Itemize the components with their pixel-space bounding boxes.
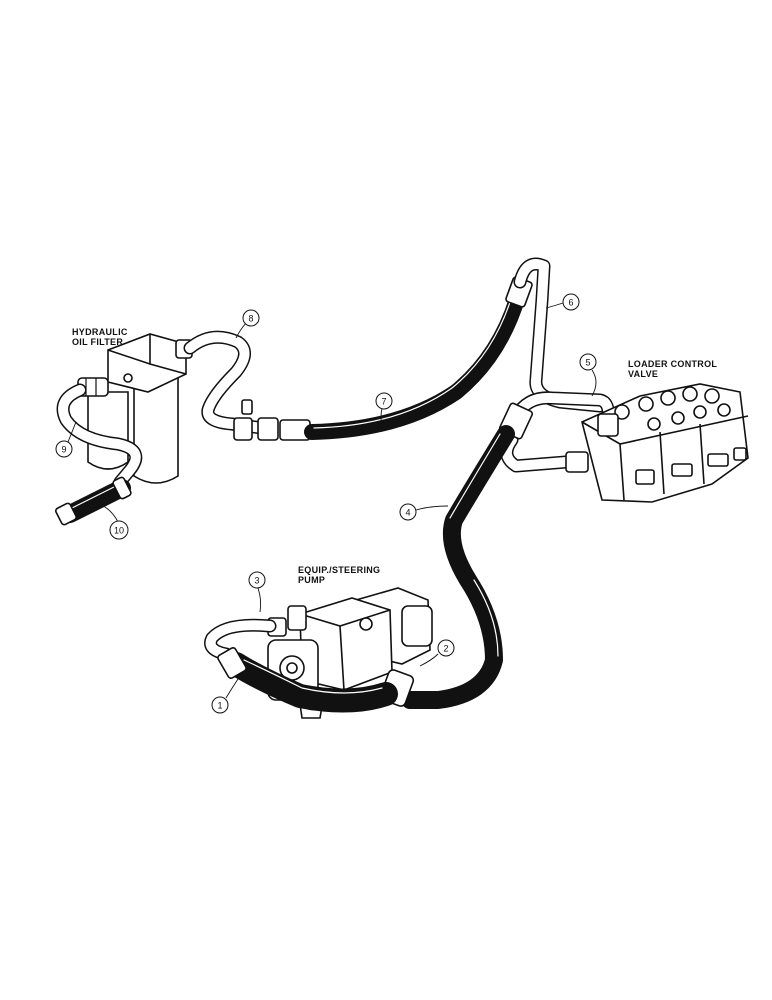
callout-5: 5 — [585, 358, 590, 368]
valve-label-line1: LOADER CONTROL — [628, 359, 717, 369]
pump-label-line1: EQUIP./STEERING — [298, 565, 380, 575]
hose-7 — [257, 276, 533, 441]
callout-3-circle — [248, 571, 266, 589]
callout-2: 2 — [443, 644, 448, 654]
callout-10: 10 — [114, 526, 124, 536]
tube-3 — [204, 618, 277, 661]
callout-4-circle — [399, 503, 417, 521]
callout-9: 9 — [61, 445, 66, 455]
callout-10-circle — [109, 520, 129, 540]
filter-label-line2: OIL FILTER — [72, 337, 123, 347]
callout-7-circle — [375, 392, 393, 410]
valve-label-line2: VALVE — [628, 369, 658, 379]
filter-label-line1: HYDRAULIC — [72, 327, 128, 337]
loader-control-valve — [565, 383, 749, 503]
callout-5-circle — [579, 353, 597, 371]
callout-1: 1 — [217, 701, 222, 711]
hose-10 — [55, 476, 132, 526]
callout-3: 3 — [254, 576, 259, 586]
callout-7: 7 — [381, 397, 386, 407]
callout-6: 6 — [568, 298, 573, 308]
callout-6-circle — [562, 293, 580, 311]
hose-4 — [401, 402, 534, 709]
callout-1-circle — [211, 696, 229, 714]
callout-2-circle — [437, 639, 455, 657]
callout-8-circle — [242, 309, 260, 327]
callout-8: 8 — [248, 314, 253, 324]
tube-9 — [56, 383, 143, 489]
tube-8 — [183, 330, 269, 441]
callout-9-circle — [55, 440, 73, 458]
pump-label-line2: PUMP — [298, 575, 325, 585]
callout-4: 4 — [405, 508, 410, 518]
hose-1 — [217, 647, 398, 713]
